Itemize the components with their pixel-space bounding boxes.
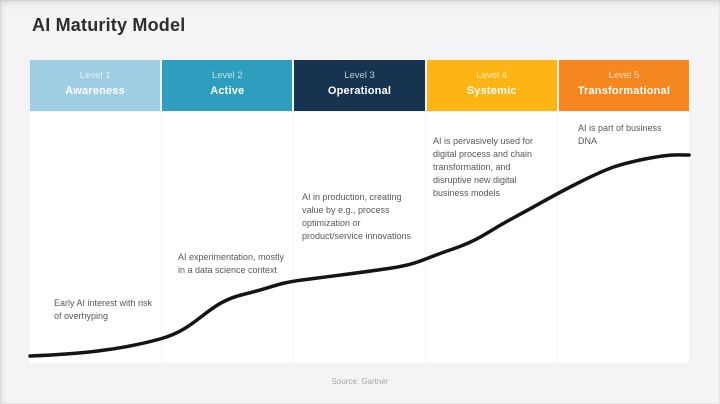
level-description-transformational: AI is part of business DNA [578, 123, 662, 146]
level-header-systemic: Level 4 Systemic [426, 60, 557, 111]
level-number-label: Level 5 [608, 70, 640, 81]
chart-body [30, 112, 689, 363]
level-name-label: Transformational [577, 85, 671, 97]
level-number-label: Level 3 [344, 70, 375, 81]
level-name-label: Active [210, 85, 245, 97]
level-header-transformational: Level 5 Transformational [558, 60, 690, 111]
level-header-operational: Level 3 Operational [294, 60, 425, 111]
level-number-label: Level 2 [211, 70, 243, 81]
level-column-awareness [30, 112, 161, 363]
level-number-label: Level 1 [79, 70, 111, 81]
level-name-label: Operational [327, 85, 392, 97]
level-description-active: AI experimentation, mostly in a data sci… [178, 252, 285, 275]
source-attribution: Source: Gartner [331, 377, 389, 386]
maturity-curve-path [28, 153, 691, 358]
level-column-systemic [426, 112, 557, 363]
maturity-curve [28, 153, 691, 358]
level-description-awareness: Early AI interest with risk of overhypin… [54, 298, 153, 321]
level-header-awareness: Level 1 Awareness [30, 60, 161, 111]
level-description-systemic: AI is pervasively used for digital proce… [433, 136, 534, 198]
level-name-label: Awareness [65, 85, 125, 97]
page-title: AI Maturity Model [32, 15, 186, 35]
level-description-operational: AI in production, creating value by e.g.… [302, 192, 412, 241]
level-name-label: Systemic [466, 85, 517, 97]
level-header-active: Level 2 Active [162, 60, 293, 111]
level-number-label: Level 4 [476, 70, 508, 81]
level-column-operational [294, 112, 425, 363]
level-header-row: Level 1 Awareness Level 2 Active Level 3… [30, 60, 690, 111]
level-column-active [162, 112, 293, 363]
